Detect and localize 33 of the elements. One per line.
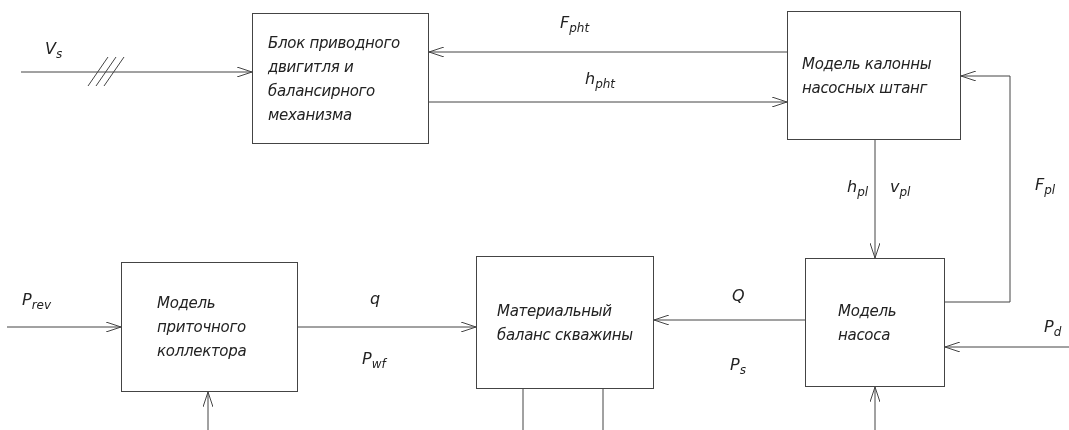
arrow — [869, 139, 881, 259]
box-label: Модель калонны насосных штанг — [802, 53, 933, 99]
box-label: Блок приводного двигитля и балансирного механизма — [268, 32, 401, 126]
edge-label: Q — [732, 287, 745, 305]
arrow — [6, 321, 122, 333]
arrow — [202, 391, 214, 430]
process-box — [787, 11, 961, 140]
edge-label: h$_{pht}$ — [585, 70, 616, 94]
edge-label: q — [370, 290, 381, 308]
signal-label: P$_{s}$ — [730, 356, 746, 380]
box-label: Материальный баланс скважины — [497, 300, 634, 346]
edge-label: F$_{pl}$ — [1035, 176, 1056, 200]
edge-label: P$_{d}$ — [1044, 318, 1062, 342]
edge-label: P$_{rev}$ — [22, 291, 52, 315]
box-label: Модель приточного коллектора — [157, 293, 248, 362]
edge-label: V$_{s}$ — [45, 40, 63, 64]
process-box — [805, 258, 945, 387]
process-box — [476, 256, 654, 389]
process-box — [252, 13, 429, 144]
signal-label: P$_{wf}$ — [362, 350, 386, 374]
arrow — [653, 314, 806, 326]
arrow — [428, 46, 788, 58]
edge-label: h$_{pl}$ — [847, 178, 869, 202]
arrow — [20, 66, 253, 78]
edge-label: F$_{pht}$ — [560, 14, 590, 38]
arrow — [428, 96, 788, 108]
arrow — [869, 386, 881, 430]
arrow — [944, 341, 1069, 353]
signal-label: v$_{pl}$ — [890, 178, 911, 202]
arrow — [944, 70, 1011, 303]
process-box — [121, 262, 298, 392]
arrow — [297, 321, 477, 333]
box-label: Модель насоса — [838, 300, 898, 346]
